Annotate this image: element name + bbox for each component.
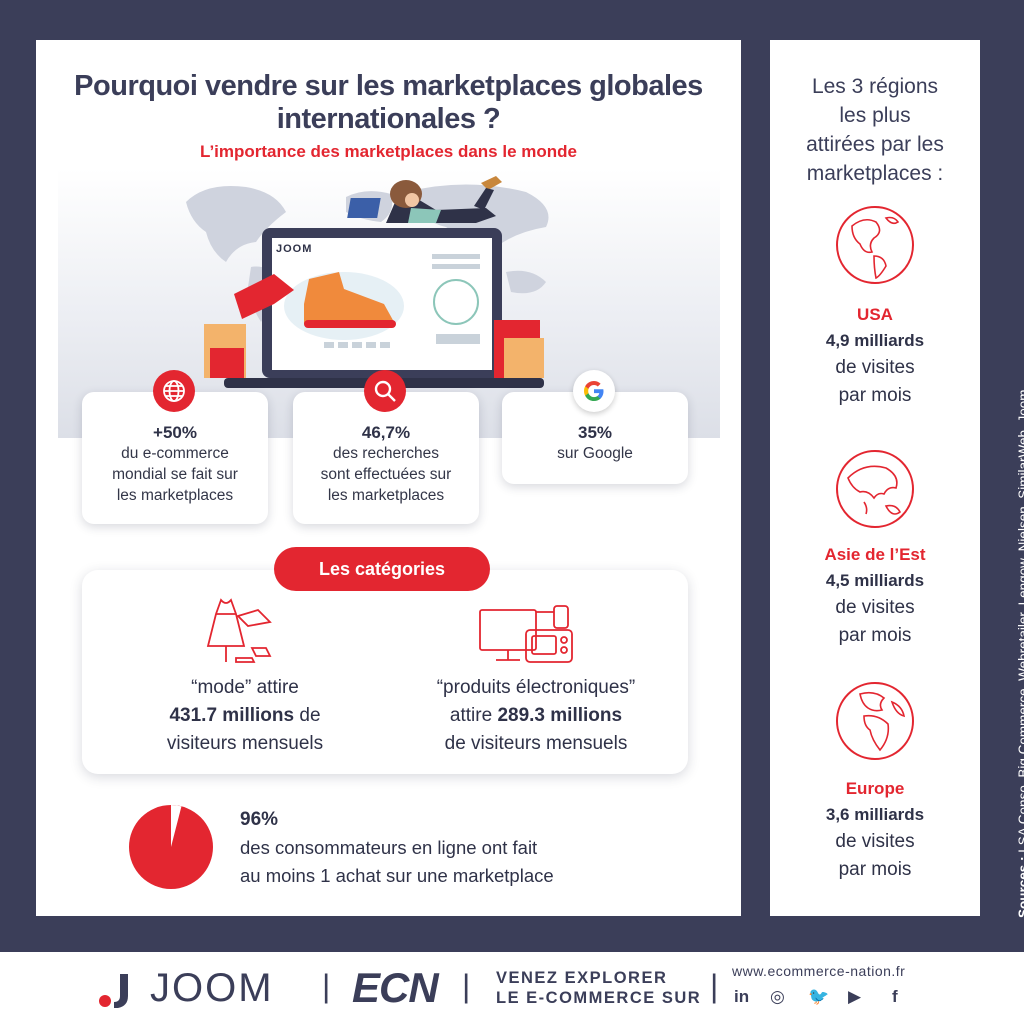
globe-asia-icon (836, 450, 914, 528)
google-icon (573, 370, 615, 412)
globe-europe-icon (836, 682, 914, 760)
twitter-icon[interactable]: 🐦 (808, 987, 830, 1006)
fashion-icon (206, 598, 272, 663)
woman-illustration (347, 176, 502, 223)
electronics-icon (479, 605, 573, 663)
footer-tagline: VENEZ EXPLORER LE E-COMMERCE SUR (496, 969, 702, 1007)
footer: JOOM | ECN | VENEZ EXPLORER LE E-COMMERC… (0, 952, 1024, 1024)
search-icon (364, 370, 406, 412)
fashion-category-text: “mode” attire 431.7 millions de visiteur… (166, 677, 324, 754)
linkedin-icon[interactable]: in (734, 987, 750, 1006)
ecn-logo: ECN (352, 964, 439, 1011)
regions-title: Les 3 régions les plus attirées par les … (806, 75, 944, 185)
pie-remaining-slice (171, 805, 182, 847)
footer-separator: | (322, 968, 331, 1004)
page-subtitle: L’importance des marketplaces dans le mo… (200, 142, 577, 161)
pie-chart-96 (129, 805, 213, 889)
globe-icon (153, 370, 195, 412)
facebook-icon[interactable]: f (892, 987, 898, 1006)
region-usa: USA 4,9 milliards de visites par mois (825, 305, 925, 406)
laptop-brand-label: JOOM (276, 243, 313, 255)
footer-url-link[interactable]: www.ecommerce-nation.fr (732, 963, 906, 979)
sources-text: Sources : LSA Conso, Big Commerce, Webre… (1016, 389, 1024, 919)
region-europe: Europe 3,6 milliards de visites par mois (825, 779, 925, 880)
categories-card (82, 570, 688, 774)
joom-wordmark: JOOM (150, 966, 274, 1010)
page-title: Pourquoi vendre sur les marketplaces glo… (74, 70, 703, 135)
stat-card-google: 35% sur Google (502, 392, 688, 484)
footer-separator: | (710, 968, 719, 1004)
categories-title: Les catégories (274, 547, 490, 591)
joom-logo-icon (99, 974, 128, 1008)
main-panel: Pourquoi vendre sur les marketplaces glo… (36, 40, 741, 916)
youtube-icon[interactable]: ▶ (848, 987, 862, 1006)
regions-panel: Les 3 régions les plus attirées par les … (770, 40, 980, 916)
pie-stat-text: 96% des consommateurs en ligne ont fait … (240, 809, 554, 886)
laptop-illustration (204, 228, 544, 388)
footer-separator: | (462, 968, 471, 1004)
instagram-icon[interactable]: ◎ (770, 987, 785, 1006)
region-asie-de-lest: Asie de l’Est 4,5 milliards de visites p… (824, 545, 926, 646)
globe-americas-icon (836, 206, 914, 284)
electronics-category-text: “produits électroniques” attire 289.3 mi… (436, 677, 636, 754)
stat-card-ecommerce: +50% du e-commerce mondial se fait sur l… (82, 392, 268, 524)
stat-card-searches: 46,7% des recherches sont effectuées sur… (293, 392, 479, 524)
